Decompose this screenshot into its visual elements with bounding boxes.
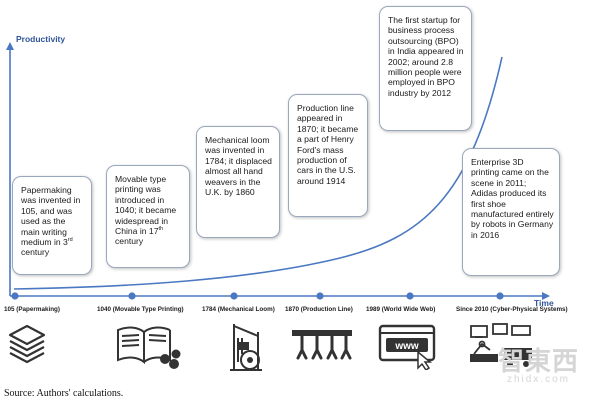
tick-dot-cyber-physical <box>496 292 504 300</box>
www-text: www <box>394 341 419 352</box>
milestone-box-papermaking: Papermaking was invented in 105, and was… <box>12 176 92 275</box>
open-book-icon <box>117 326 181 369</box>
tick-label-cyber-physical: Since 2010 (Cyber-Physical Systems) <box>456 306 568 313</box>
tick-dot-production-line <box>316 292 324 300</box>
milestone-box-bpo: The first startup for business process o… <box>379 6 472 131</box>
loom-icon <box>230 324 262 371</box>
watermark-url: zhidx.com <box>507 374 571 385</box>
tick-label-production-line: 1870 (Production Line) <box>285 306 353 313</box>
production-line-icon <box>292 330 352 360</box>
source-note: Source: Authors' calculations. <box>4 388 124 399</box>
cyber-physical-icon <box>470 323 532 367</box>
tick-dot-bpo <box>406 292 414 300</box>
milestone-box-cyber-physical: Enterprise 3D printing came on the scene… <box>462 148 560 276</box>
milestone-box-printing: Movable type printing was introduced in … <box>106 165 190 268</box>
tick-dot-loom <box>230 292 238 300</box>
watermark: 智東西 zhidx.com <box>498 348 579 385</box>
tick-label-printing: 1040 (Movable Type Printing) <box>97 306 184 313</box>
y-axis-title: Productivity <box>16 34 66 44</box>
x-axis-title: Time <box>534 298 554 308</box>
tick-label-papermaking: 105 (Papermaking) <box>4 306 60 313</box>
tick-dot-printing <box>128 292 136 300</box>
tick-label-loom: 1784 (Mechanical Loom) <box>202 306 275 313</box>
paper-stack-icon <box>8 324 46 364</box>
watermark-logo-text: 智東西 <box>498 346 580 376</box>
milestone-box-production-line: Production line appeared in 1870; it bec… <box>288 94 368 217</box>
tick-dot-papermaking <box>11 292 19 300</box>
milestone-box-loom: Mechanical loom was invented in 1784; it… <box>196 126 280 238</box>
www-browser-icon: www <box>378 324 436 370</box>
tick-label-www: 1989 (World Wide Web) <box>366 306 436 313</box>
